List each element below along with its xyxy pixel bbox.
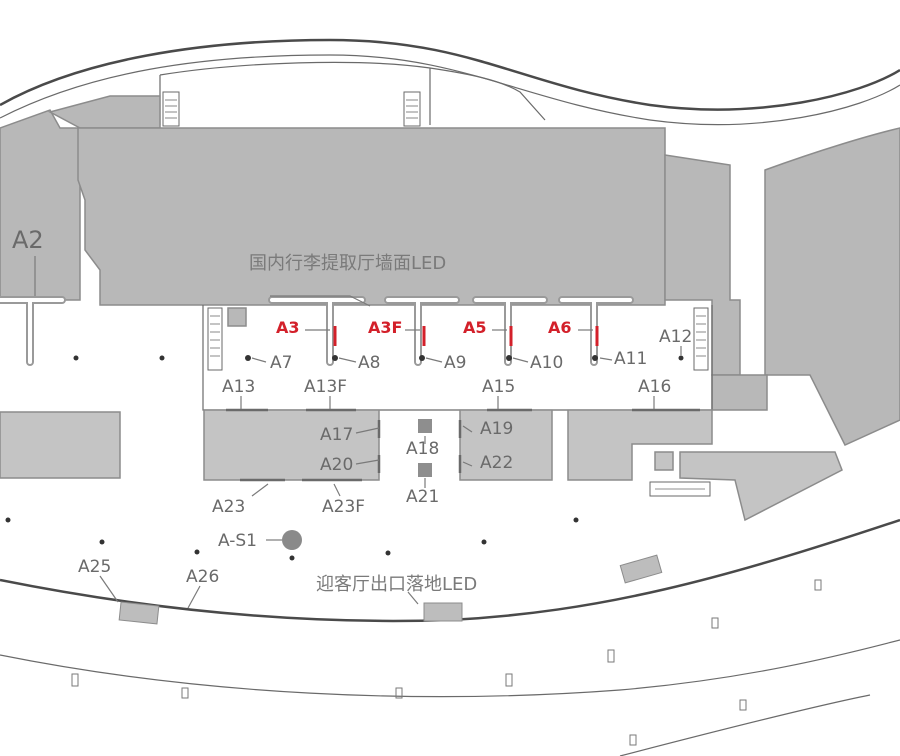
marker-a18	[418, 419, 432, 433]
parking-marks	[71, 579, 822, 746]
exit-led-panel-3	[619, 554, 663, 584]
label-a13f: A13F	[304, 377, 347, 397]
block-left-edge	[0, 411, 121, 479]
label-a15: A15	[482, 377, 515, 397]
label-a-s1: A-S1	[218, 531, 257, 551]
marker-a-s1	[282, 530, 302, 550]
block-center-left	[203, 409, 380, 481]
arrival-hall-outline	[202, 305, 713, 411]
block-right	[567, 409, 713, 481]
label-a11: A11	[614, 349, 647, 369]
block-center-right	[459, 409, 553, 481]
terminal-left-block	[47, 95, 161, 129]
label-a2: A2	[12, 226, 44, 254]
small-box	[227, 307, 247, 327]
label-a22: A22	[480, 453, 513, 473]
overpass	[159, 61, 546, 125]
carousel-2	[384, 296, 460, 366]
label-a3: A3	[276, 318, 300, 337]
terminal-far-right	[764, 127, 900, 446]
label-a7: A7	[270, 353, 292, 373]
block-tiny	[654, 451, 674, 471]
label-a3f: A3F	[368, 318, 402, 337]
label-a21: A21	[406, 487, 439, 507]
label-a25: A25	[78, 557, 111, 577]
block-right-small	[711, 374, 768, 411]
label-a20: A20	[320, 455, 353, 475]
stair-left-top	[162, 91, 180, 127]
carousel-left	[0, 296, 66, 366]
terminal-left-wing	[0, 109, 81, 301]
stair-right-top	[403, 91, 421, 127]
label-arrival-exit-led: 迎客厅出口落地LED	[316, 574, 477, 595]
point-markers	[5, 355, 684, 561]
block-angled	[679, 451, 843, 522]
label-a23f: A23F	[322, 497, 365, 517]
label-a5: A5	[463, 318, 487, 337]
label-a10: A10	[530, 353, 563, 373]
stair-left-arrival	[207, 307, 223, 371]
label-a23: A23	[212, 497, 245, 517]
exit-led-panel-1	[118, 601, 160, 625]
lane-line-2	[619, 694, 871, 756]
label-a13: A13	[222, 377, 255, 397]
label-a26: A26	[186, 567, 219, 587]
label-a6: A6	[548, 318, 572, 337]
stair-right-arrival	[693, 307, 709, 371]
label-a16: A16	[638, 377, 671, 397]
lane-line-1	[0, 639, 900, 698]
label-a18: A18	[406, 439, 439, 459]
label-a9: A9	[444, 353, 466, 373]
label-a19: A19	[480, 419, 513, 439]
label-a17: A17	[320, 425, 353, 445]
label-a8: A8	[358, 353, 380, 373]
terminal-main-hall	[77, 127, 666, 306]
marker-a21	[418, 463, 432, 477]
carousel-1	[268, 296, 366, 366]
exit-led-panel-2	[423, 602, 463, 622]
label-a12: A12	[659, 327, 692, 347]
outer-road-upper	[0, 38, 900, 111]
carousel-4	[558, 296, 634, 366]
led-strips	[226, 408, 700, 482]
label-luggage-led: 国内行李提取厅墙面LED	[249, 253, 446, 274]
carousel-3	[472, 296, 548, 366]
